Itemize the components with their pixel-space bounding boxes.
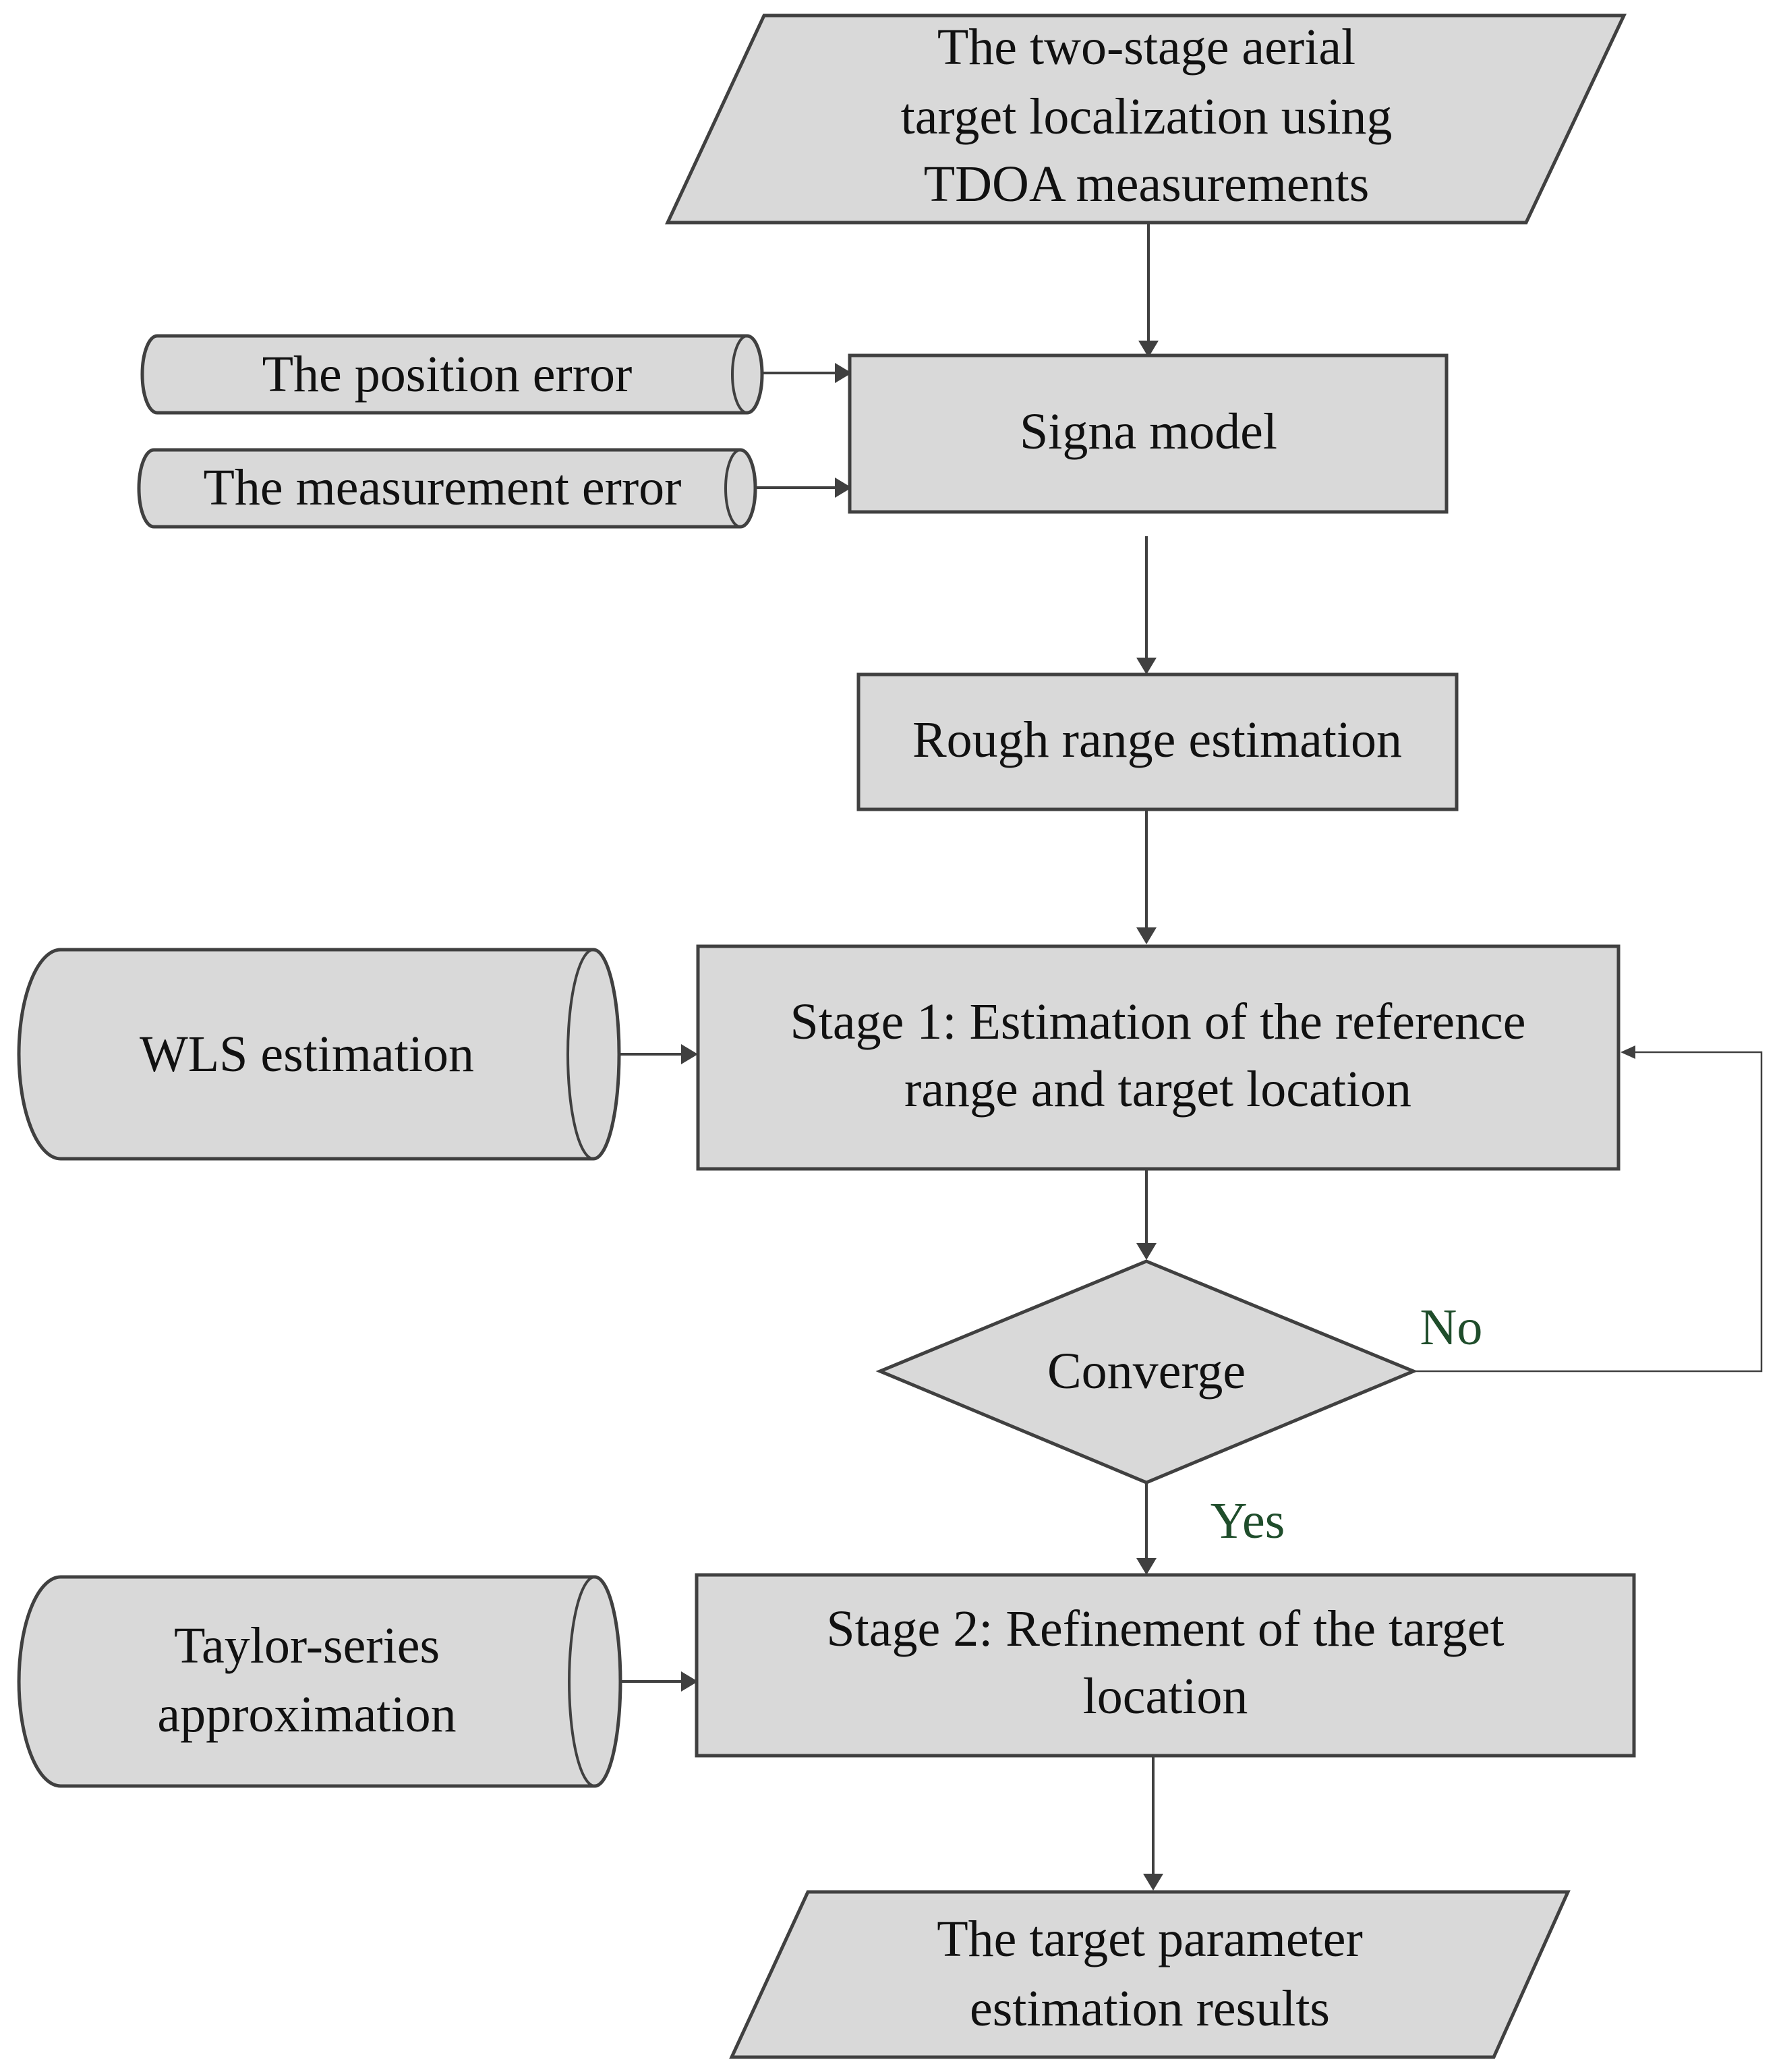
wls-label: WLS estimation [140, 1026, 474, 1083]
arrowhead-measurement-error [835, 478, 852, 498]
edges [619, 223, 1763, 1891]
edge-label-yes: Yes [1211, 1493, 1285, 1549]
stage2-label-line-2: location [1083, 1668, 1248, 1725]
arrowhead-stage1 [1136, 927, 1157, 944]
measurement-error-cylinder-rim [724, 449, 741, 528]
signal-model-box [848, 353, 1449, 514]
arrowhead-rough-range [1136, 658, 1157, 674]
wls-cylinder-rim [566, 948, 594, 1160]
taylor-cylinder-rim [568, 1576, 595, 1787]
arrowhead-stage2 [1136, 1558, 1157, 1575]
converge-diamond [875, 1259, 1418, 1485]
result-parallelogram [729, 1890, 1571, 2059]
taylor-label-line-1: Taylor-series [174, 1617, 440, 1674]
position-error-cylinder-rim [731, 335, 748, 414]
node-start: The two-stage aerial target localization… [665, 13, 1627, 225]
node-rough-range: Rough range estimation [856, 672, 1459, 811]
edge-label-no: No [1420, 1299, 1483, 1356]
arrowhead-result [1143, 1874, 1163, 1891]
taylor-label-line-2: approximation [157, 1686, 456, 1743]
arrowhead-wls [681, 1044, 698, 1064]
arrowhead-taylor [681, 1671, 698, 1692]
start-parallelogram [665, 13, 1627, 225]
edge-converge-no-loop [1413, 1051, 1763, 1373]
node-taylor: Taylor-series approximation [17, 1575, 622, 1788]
stage1-label-line-1: Stage 1: Estimation of the reference [790, 994, 1525, 1050]
measurement-error-label: The measurement error [204, 459, 682, 516]
node-converge: Converge [875, 1259, 1418, 1485]
stage2-box [695, 1573, 1636, 1758]
arrowhead-signal-model [1138, 341, 1159, 357]
converge-label: Converge [1047, 1343, 1246, 1400]
node-result: The target parameter estimation results [729, 1890, 1571, 2059]
result-label-line-1: The target parameter [937, 1911, 1363, 1967]
rough-range-label: Rough range estimation [912, 712, 1402, 768]
node-position-error: The position error [140, 334, 764, 415]
node-measurement-error: The measurement error [137, 448, 757, 529]
arrowhead-converge [1136, 1243, 1157, 1260]
arrowhead-position-error [835, 363, 852, 383]
start-label-line-2: target localization using [901, 88, 1393, 145]
stage1-box [696, 944, 1621, 1171]
arrowhead-no-loop [1621, 1045, 1635, 1059]
stage1-label-line-2: range and target location [904, 1061, 1411, 1118]
node-wls: WLS estimation [17, 948, 621, 1161]
start-label-line-1: The two-stage aerial [937, 19, 1355, 76]
signal-model-label: Signa model [1020, 403, 1277, 460]
node-stage2: Stage 2: Refinement of the target locati… [695, 1573, 1636, 1758]
taylor-cylinder [17, 1575, 622, 1788]
node-signal-model: Signa model [848, 353, 1449, 514]
rough-range-box [856, 672, 1459, 811]
position-error-label: The position error [262, 346, 633, 403]
stage2-label-line-1: Stage 2: Refinement of the target [826, 1601, 1504, 1657]
result-label-line-2: estimation results [970, 1980, 1330, 2037]
start-label-line-3: TDOA measurements [924, 156, 1370, 212]
node-stage1: Stage 1: Estimation of the reference ran… [696, 944, 1621, 1171]
